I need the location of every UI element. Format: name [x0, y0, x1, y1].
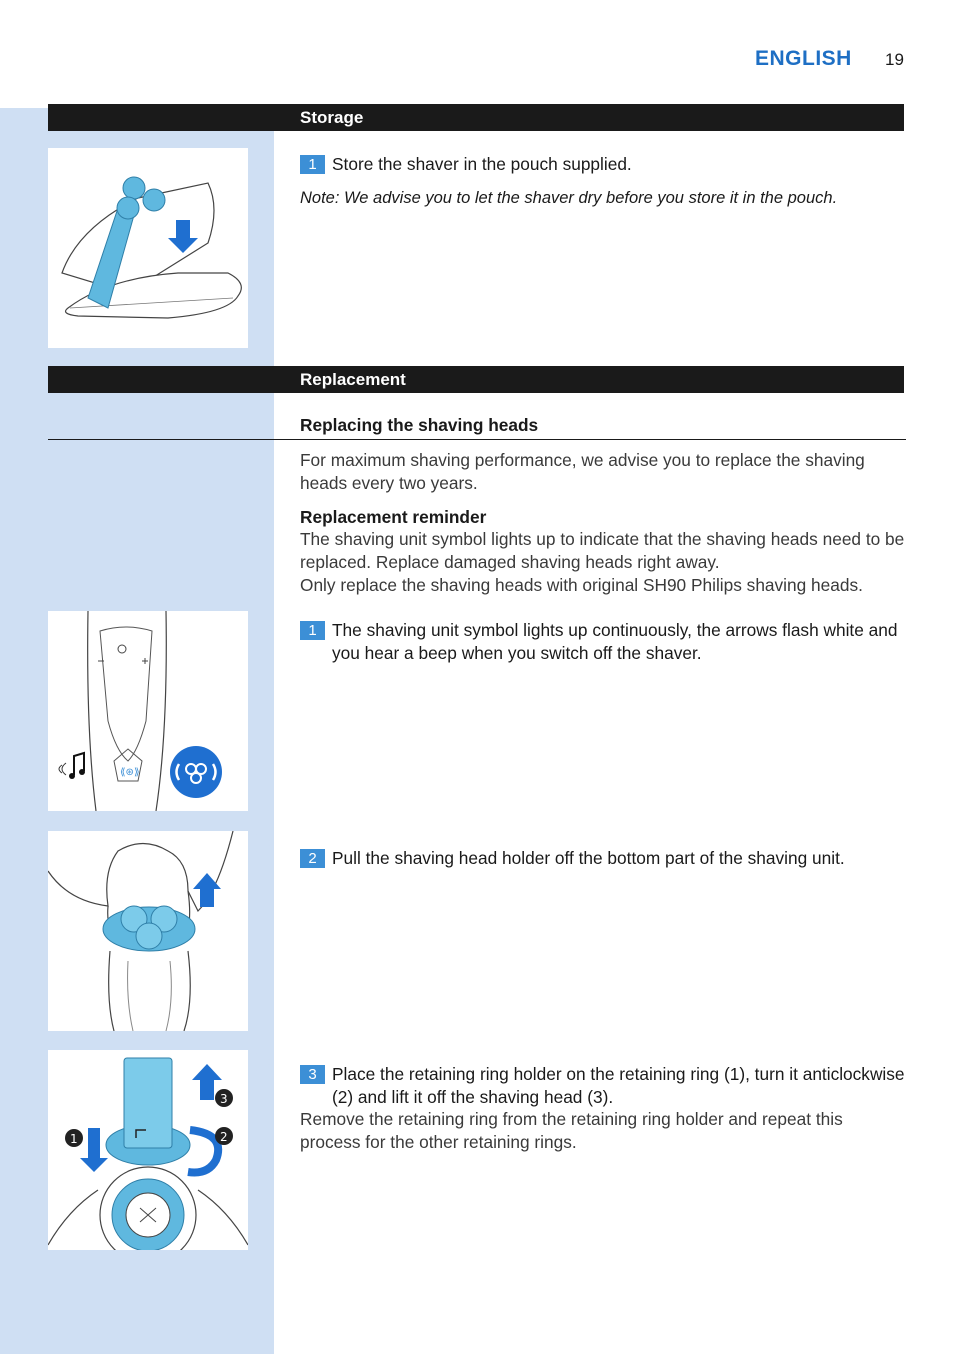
- retaining-ring-illustration: 1 2 3: [48, 1050, 248, 1250]
- callout-1: 1: [70, 1132, 78, 1146]
- callout-2: 2: [220, 1130, 228, 1144]
- reminder-text-2: Only replace the shaving heads with orig…: [300, 575, 863, 595]
- step-text: Pull the shaving head holder off the bot…: [332, 848, 845, 868]
- shaver-symbol-illustration: ⟪⊛⟫: [48, 611, 248, 811]
- step-text: Store the shaver in the pouch supplied.: [332, 154, 632, 174]
- storage-step-1: 1 Store the shaver in the pouch supplied…: [300, 153, 907, 176]
- reminder-heading: Replacement reminder: [300, 507, 487, 527]
- language-label: ENGLISH: [755, 47, 852, 70]
- pull-head-holder-illustration: [48, 831, 248, 1031]
- replacement-step-3: 3 Place the retaining ring holder on the…: [300, 1063, 907, 1109]
- step-3-extra-text: Remove the retaining ring from the retai…: [300, 1109, 843, 1152]
- figure-pointer: [248, 611, 274, 635]
- storage-section-bar: Storage: [48, 104, 904, 131]
- step-number-badge: 2: [300, 849, 325, 868]
- replacement-section-title: Replacement: [300, 370, 406, 389]
- callout-3: 3: [220, 1092, 228, 1106]
- replacement-step-2: 2 Pull the shaving head holder off the b…: [300, 847, 907, 870]
- storage-section-title: Storage: [300, 108, 364, 127]
- replacement-section-bar: Replacement: [48, 366, 904, 393]
- replacing-heads-subheading: Replacing the shaving heads: [300, 415, 539, 435]
- svg-text:⟪⊛⟫: ⟪⊛⟫: [120, 767, 140, 778]
- figure-pointer: [248, 1050, 274, 1074]
- figure-pointer: [248, 831, 274, 855]
- replacement-intro: For maximum shaving performance, we advi…: [300, 450, 865, 493]
- step-text: The shaving unit symbol lights up contin…: [332, 620, 898, 663]
- storage-note: Note: We advise you to let the shaver dr…: [300, 189, 838, 207]
- step-number-badge: 1: [300, 155, 325, 174]
- reminder-text-1: The shaving unit symbol lights up to ind…: [300, 529, 905, 572]
- step-number-badge: 1: [300, 621, 325, 640]
- figure-pointer: [248, 148, 274, 172]
- step-number-badge: 3: [300, 1065, 325, 1084]
- step-text: Place the retaining ring holder on the r…: [332, 1064, 905, 1107]
- storage-pouch-illustration: [48, 148, 248, 348]
- page-number: 19: [885, 50, 904, 69]
- subheading-rule: [48, 439, 906, 440]
- replacement-step-1: 1 The shaving unit symbol lights up cont…: [300, 619, 907, 665]
